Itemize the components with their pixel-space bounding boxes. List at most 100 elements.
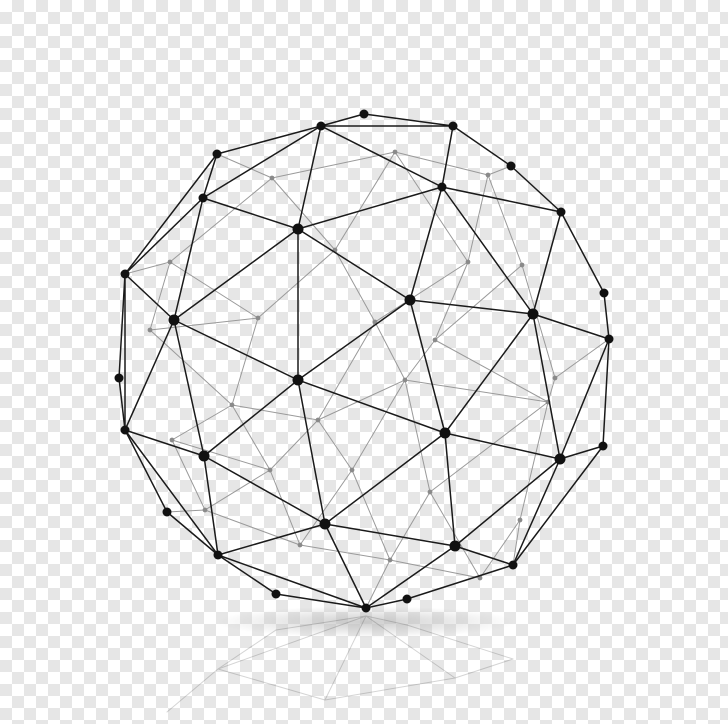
front-edge — [363, 113, 454, 127]
back-edge — [169, 177, 273, 263]
back-edge — [317, 379, 406, 421]
back-edge — [429, 491, 481, 579]
front-node — [598, 441, 608, 451]
front-edges — [118, 113, 610, 609]
front-edge — [203, 455, 219, 556]
reflection-edge — [275, 615, 367, 631]
back-node — [229, 402, 235, 408]
front-node — [292, 374, 304, 386]
front-edge — [297, 379, 446, 434]
back-node — [315, 417, 321, 423]
back-nodes — [147, 149, 558, 581]
front-edge — [324, 523, 367, 609]
front-edge — [124, 429, 168, 513]
front-edge — [324, 432, 446, 525]
back-node — [267, 467, 273, 473]
front-edge — [124, 319, 175, 431]
front-node — [316, 121, 326, 131]
front-edge — [202, 153, 218, 199]
front-node — [556, 207, 566, 217]
front-edge — [559, 445, 604, 460]
back-edge — [404, 379, 431, 493]
reflection-edge — [217, 629, 277, 670]
front-node — [271, 589, 281, 599]
back-node — [169, 437, 175, 443]
front-edge — [202, 197, 299, 230]
back-edge — [334, 151, 396, 251]
back-edge — [171, 439, 271, 471]
front-node — [439, 427, 451, 439]
front-node — [198, 193, 208, 203]
front-edge — [297, 379, 326, 525]
front-edge — [454, 458, 561, 547]
back-node — [427, 489, 433, 495]
front-node — [599, 288, 609, 298]
back-edge — [404, 339, 436, 381]
front-edge — [320, 113, 365, 127]
back-node — [167, 259, 173, 265]
back-edge — [149, 317, 259, 331]
front-nodes — [114, 109, 614, 613]
front-edge — [365, 545, 456, 609]
back-edge — [351, 469, 391, 561]
front-edge — [124, 153, 218, 275]
front-node — [449, 540, 461, 552]
front-edge — [603, 292, 610, 340]
front-edge — [409, 299, 534, 315]
front-edge — [173, 197, 204, 321]
front-node — [448, 121, 458, 131]
back-edge — [521, 264, 556, 379]
back-edge — [394, 151, 469, 263]
front-edge — [118, 377, 126, 431]
front-node — [213, 550, 223, 560]
back-edge — [317, 419, 353, 471]
back-edge — [171, 439, 206, 511]
back-node — [147, 327, 153, 333]
back-node — [392, 149, 398, 155]
front-node — [359, 109, 369, 119]
front-node — [554, 453, 566, 465]
back-node — [349, 467, 355, 473]
front-edge — [409, 299, 446, 434]
back-edge — [479, 519, 521, 579]
front-edge — [560, 211, 605, 294]
back-edge — [231, 404, 319, 421]
front-edge — [297, 186, 443, 230]
back-edges — [124, 151, 610, 609]
front-edge — [124, 429, 205, 457]
front-node — [120, 269, 130, 279]
front-node — [120, 425, 130, 435]
front-node — [168, 314, 180, 326]
back-edge — [171, 404, 233, 441]
back-node — [269, 175, 275, 181]
back-edge — [231, 317, 259, 406]
reflection-edge — [324, 677, 456, 701]
front-edge — [202, 125, 322, 199]
back-edge — [124, 261, 171, 275]
front-node — [292, 223, 304, 235]
front-edge — [406, 564, 514, 600]
back-node — [387, 557, 393, 563]
front-edge — [320, 125, 443, 188]
front-node — [198, 450, 210, 462]
front-node — [404, 294, 416, 306]
floor-reflection — [166, 615, 514, 713]
front-edge — [532, 313, 610, 340]
front-edge — [409, 186, 443, 301]
front-edge — [217, 554, 277, 595]
back-edge — [374, 321, 406, 381]
front-node — [437, 182, 447, 192]
front-edge — [217, 554, 367, 609]
front-edge — [118, 273, 126, 379]
back-edge — [299, 544, 391, 561]
front-edge — [559, 338, 610, 460]
back-edge — [429, 401, 549, 493]
back-edge — [365, 559, 391, 609]
front-edge — [297, 125, 322, 230]
front-edge — [510, 165, 562, 213]
back-edge — [554, 338, 610, 379]
front-edge — [512, 445, 604, 566]
reflection-edge — [454, 658, 514, 679]
front-edge — [444, 432, 456, 547]
